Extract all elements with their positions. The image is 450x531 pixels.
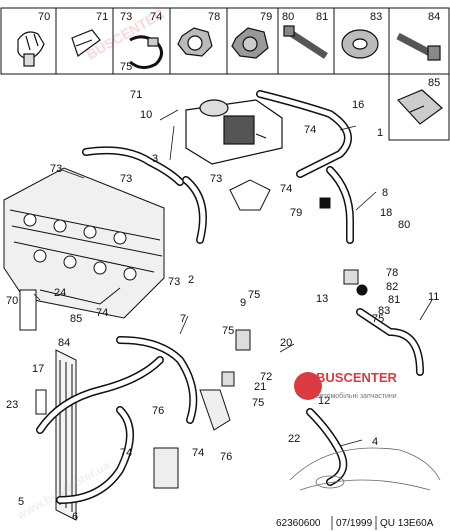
callout-numbers: 1 2 3 4 5 6 7 8 9 10 11 12 13 16 17 18 2… bbox=[6, 89, 439, 523]
callout-80: 80 bbox=[398, 219, 410, 231]
callout-75-b: 75 bbox=[222, 325, 234, 337]
callout-78: 78 bbox=[386, 267, 398, 279]
car-silhouette bbox=[289, 447, 441, 491]
engine-cylinder-head bbox=[3, 167, 165, 319]
header-part-drawings bbox=[17, 25, 443, 125]
parts-header-strip bbox=[0, 7, 450, 141]
small-parts bbox=[19, 179, 368, 489]
header-labels: 70 71 73 74 75 78 79 80 81 83 84 85 bbox=[38, 11, 440, 89]
callout-4: 4 bbox=[372, 436, 378, 448]
footer-date: 07/1999 bbox=[336, 518, 373, 529]
callout-71: 71 bbox=[130, 89, 142, 101]
header-label-83: 83 bbox=[370, 11, 382, 23]
header-label-81: 81 bbox=[316, 11, 328, 23]
callout-72: 72 bbox=[260, 371, 272, 383]
callout-9: 9 bbox=[240, 297, 246, 309]
callout-70-left: 70 bbox=[6, 295, 18, 307]
callout-2: 2 bbox=[188, 274, 194, 286]
header-label-78: 78 bbox=[208, 11, 220, 23]
callout-74-b: 74 bbox=[280, 183, 292, 195]
callout-84: 84 bbox=[58, 337, 70, 349]
header-label-75: 75 bbox=[120, 61, 132, 73]
expansion-tank bbox=[185, 99, 283, 165]
callout-10: 10 bbox=[140, 109, 152, 121]
callout-73-b: 73 bbox=[120, 173, 132, 185]
header-label-80: 80 bbox=[282, 11, 294, 23]
watermark: BUSCENTER автомобільні запчастини bbox=[294, 370, 398, 400]
callout-23: 23 bbox=[6, 399, 18, 411]
header-label-74: 74 bbox=[150, 11, 162, 23]
callout-1: 1 bbox=[377, 127, 383, 139]
callout-74-c: 74 bbox=[120, 447, 132, 459]
footer-ref: 62360600 bbox=[276, 518, 321, 529]
callout-75-c: 75 bbox=[372, 313, 384, 325]
header-label-70: 70 bbox=[38, 11, 50, 23]
callout-82: 82 bbox=[386, 281, 398, 293]
callout-18: 18 bbox=[380, 207, 392, 219]
callout-76-a: 76 bbox=[152, 405, 164, 417]
callout-3: 3 bbox=[152, 153, 158, 165]
callout-13: 13 bbox=[316, 293, 328, 305]
callout-74-e: 74 bbox=[96, 307, 108, 319]
header-label-79: 79 bbox=[260, 11, 272, 23]
leader-lines bbox=[33, 109, 433, 447]
callout-6: 6 bbox=[72, 511, 78, 523]
footer: 62360600 07/1999 QU 13E60A bbox=[276, 516, 434, 530]
footer-code: QU 13E60A bbox=[380, 518, 434, 529]
callout-73-a: 73 bbox=[50, 163, 62, 175]
callout-8: 8 bbox=[382, 187, 388, 199]
callout-24: 24 bbox=[54, 287, 66, 299]
callout-20: 20 bbox=[280, 337, 292, 349]
callout-73-d: 73 bbox=[168, 276, 180, 288]
coolant-hoses-inner bbox=[37, 91, 423, 503]
callout-75-d: 75 bbox=[252, 397, 264, 409]
callout-7: 7 bbox=[180, 313, 186, 325]
header-label-71: 71 bbox=[96, 11, 108, 23]
callout-75-a: 75 bbox=[248, 289, 260, 301]
header-label-85: 85 bbox=[428, 77, 440, 89]
callout-83: 83 bbox=[378, 305, 390, 317]
header-label-73: 73 bbox=[120, 11, 132, 23]
callout-74-a: 74 bbox=[304, 124, 316, 136]
callout-76-b: 76 bbox=[220, 451, 232, 463]
radiator bbox=[55, 349, 77, 521]
callout-73-c: 73 bbox=[210, 173, 222, 185]
header-label-84: 84 bbox=[428, 11, 440, 23]
callout-74-d: 74 bbox=[192, 447, 204, 459]
callout-11: 11 bbox=[428, 291, 439, 303]
callout-17: 17 bbox=[32, 363, 44, 375]
callout-85: 85 bbox=[70, 313, 82, 325]
callout-21: 21 bbox=[254, 381, 266, 393]
callout-12: 12 bbox=[318, 395, 330, 407]
callout-81: 81 bbox=[388, 294, 400, 306]
callout-5: 5 bbox=[18, 496, 24, 508]
callout-16: 16 bbox=[352, 99, 364, 111]
callout-79: 79 bbox=[290, 207, 302, 219]
watermark-brand: BUSCENTER bbox=[316, 370, 398, 385]
watermark-subtitle: автомобільні запчастини bbox=[316, 392, 397, 400]
callout-22-right: 22 bbox=[288, 433, 300, 445]
